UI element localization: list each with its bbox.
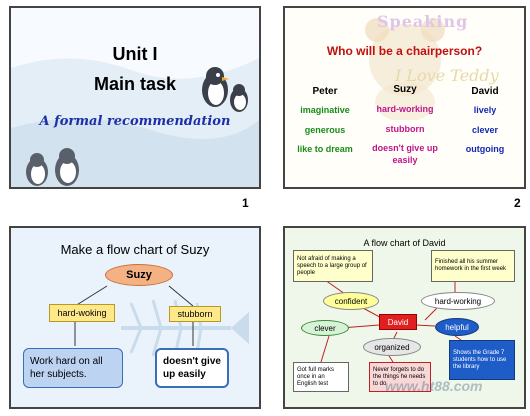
slide-2[interactable]: Speaking I Love Teddy Who will be a chai…: [283, 6, 526, 189]
node-suzy: Suzy: [105, 264, 173, 286]
trait-david: lively: [473, 105, 497, 115]
trait-suzy: hard-working: [376, 104, 434, 114]
trait-peter: imaginative: [300, 105, 350, 115]
slide-4[interactable]: A flow chart of David Not afraid of maki…: [283, 226, 526, 409]
trait-peter: like to dream: [297, 144, 353, 154]
note-shows-library: Shows the Grade 7 students how to use th…: [449, 340, 515, 380]
node-stubborn: stubborn: [169, 306, 221, 322]
trait-peter: generous: [304, 125, 346, 135]
fish-skeleton-illustration: [121, 299, 249, 357]
slide-subtitle: Main task: [93, 74, 177, 94]
trait-suzy: stubborn: [385, 124, 425, 134]
note-never-forgets: Never forgets to do the things he needs …: [369, 362, 431, 392]
column-name-peter: Peter: [312, 86, 338, 97]
slide-tagline: A formal recommendation: [39, 114, 231, 129]
page-number: 2: [514, 196, 521, 210]
slide-title: Unit I: [112, 44, 158, 64]
snow-background-illustration: [11, 58, 259, 187]
node-clever: clever: [301, 320, 349, 336]
flow-chart-connectors: [74, 285, 194, 346]
slide-title: Make a flow chart of Suzy: [60, 242, 210, 257]
note-not-afraid: Not afraid of making a speech to a large…: [293, 250, 373, 282]
column-name-suzy: Suzy: [393, 84, 417, 95]
slide-question: Who will be a chairperson?: [326, 44, 483, 58]
note-full-marks: Got full marks once in an English test: [293, 362, 349, 392]
column-name-david: David: [471, 86, 499, 97]
node-hard-woking: hard-woking: [49, 304, 115, 322]
page-number: 1: [242, 196, 249, 210]
box-work-hard: Work hard on all her subjects.: [23, 348, 123, 388]
node-hard-working: hard-working: [421, 292, 495, 310]
node-david: David: [379, 314, 417, 330]
node-confident: confident: [323, 292, 379, 310]
slide-1[interactable]: Unit I Main task A formal recommendation: [9, 6, 261, 189]
trait-suzy: doesn't give up easily: [372, 143, 438, 165]
note-finished-homework: Finished all his summer homework in the …: [431, 250, 515, 282]
site-watermark: www.ht88.com: [385, 378, 483, 394]
box-doesnt-give-up: doesn't give up easily: [155, 348, 229, 388]
watermark-speaking: Speaking: [377, 12, 469, 31]
watermark-love-teddy: I Love Teddy: [395, 66, 499, 85]
teddy-bear-illustration: [365, 18, 445, 120]
node-helpful: helpful: [435, 318, 479, 336]
node-organized: organized: [363, 338, 421, 356]
trait-david: clever: [471, 125, 499, 135]
slide-title: A flow chart of David: [363, 238, 446, 248]
trait-david: outgoing: [465, 144, 505, 154]
slide-3[interactable]: Make a flow chart of Suzy Suzy hard-woki…: [9, 226, 261, 409]
